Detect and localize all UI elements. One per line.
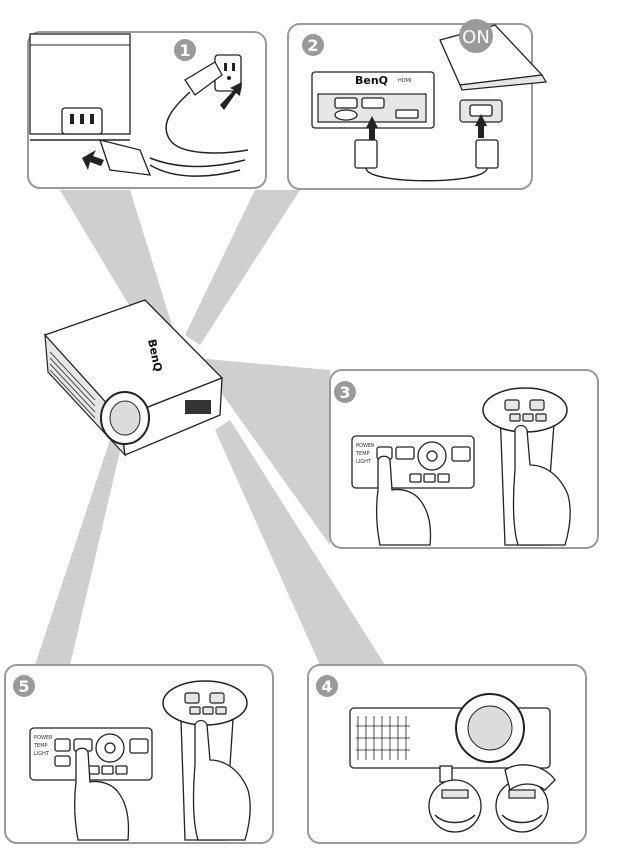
io-panel-hdmi-label: HDMI xyxy=(398,78,411,84)
finger-step-3 xyxy=(376,455,432,546)
foot-detail-right xyxy=(495,779,549,833)
io-panel-brand: BenQ xyxy=(355,74,388,87)
vga-port-2 xyxy=(361,97,385,109)
indicator-power-5: POWER xyxy=(34,735,53,741)
indicator-light-5: LIGHT xyxy=(34,751,50,757)
rotate-arrow-right xyxy=(501,814,543,824)
beam-step-3 xyxy=(195,358,330,545)
power-cord-connector xyxy=(99,139,152,176)
hdmi-port xyxy=(395,109,419,119)
indicator-light-3: LIGHT xyxy=(356,459,372,465)
finger-remote-3 xyxy=(512,424,571,546)
badge-step-5 xyxy=(13,675,35,697)
beam-step-5 xyxy=(35,430,125,665)
power-button-5[interactable] xyxy=(54,738,71,752)
indicator-power-3: POWER xyxy=(356,443,375,449)
badge-step-1 xyxy=(174,39,196,61)
laptop: ON xyxy=(439,19,547,91)
arrow-up-laptop-port xyxy=(475,114,487,138)
indicator-temp-5: TEMP xyxy=(33,743,48,749)
menu-button-5[interactable] xyxy=(129,738,149,754)
vga-port-1 xyxy=(334,97,358,109)
badge-step-1-number: 1 xyxy=(179,41,190,60)
badge-step-4 xyxy=(316,675,338,697)
side-vent xyxy=(185,400,211,414)
panel-step-4: 4 xyxy=(307,664,587,844)
remote-3-magnifier xyxy=(482,387,568,433)
finger-remote-5 xyxy=(192,719,251,841)
foot-detail-left xyxy=(428,779,482,833)
projector: BenQ xyxy=(43,299,224,457)
adjust-foot-left xyxy=(439,765,453,783)
wall-plug xyxy=(184,61,223,96)
badge-step-2-number: 2 xyxy=(307,36,318,55)
front-vent xyxy=(49,351,96,419)
badge-step-3 xyxy=(334,381,356,403)
hand-step-4 xyxy=(504,764,556,792)
vga-cable xyxy=(365,167,488,182)
finger-step-5 xyxy=(74,747,130,841)
laptop-on-label: ON xyxy=(462,27,490,48)
badge-step-4-number: 4 xyxy=(321,677,332,696)
badge-step-3-number: 3 xyxy=(339,383,350,402)
arrow-into-outlet xyxy=(220,82,242,110)
badge-step-2 xyxy=(302,34,324,56)
arrow-up-projector-port xyxy=(366,116,378,140)
beam-step-4 xyxy=(215,420,385,665)
vga-plug-projector xyxy=(354,139,378,169)
remote-5-magnifier xyxy=(162,680,248,726)
badge-step-5-number: 5 xyxy=(18,677,29,696)
vga-plug-laptop xyxy=(475,139,499,169)
laptop-on-indicator xyxy=(459,19,493,53)
rotate-arrow-left xyxy=(434,814,476,824)
indicator-temp-3: TEMP xyxy=(355,451,370,457)
front-grille-4 xyxy=(356,716,410,760)
panel-step-2: 2 BenQ HDMI ON xyxy=(287,19,547,190)
ok-button-5[interactable] xyxy=(104,742,116,754)
dvi-port xyxy=(334,109,358,121)
source-button-3[interactable] xyxy=(395,446,415,460)
beam-step-2 xyxy=(185,190,300,345)
arrow-into-projector xyxy=(82,150,104,170)
ok-button-3[interactable] xyxy=(426,450,438,462)
panel-step-1: 1 xyxy=(27,31,267,189)
menu-button-3[interactable] xyxy=(451,446,471,462)
panel-step-3: 3 POWER TEMP LIGHT xyxy=(329,369,599,549)
panel-step-5: 5 POWER TEMP LIGHT xyxy=(4,664,274,844)
